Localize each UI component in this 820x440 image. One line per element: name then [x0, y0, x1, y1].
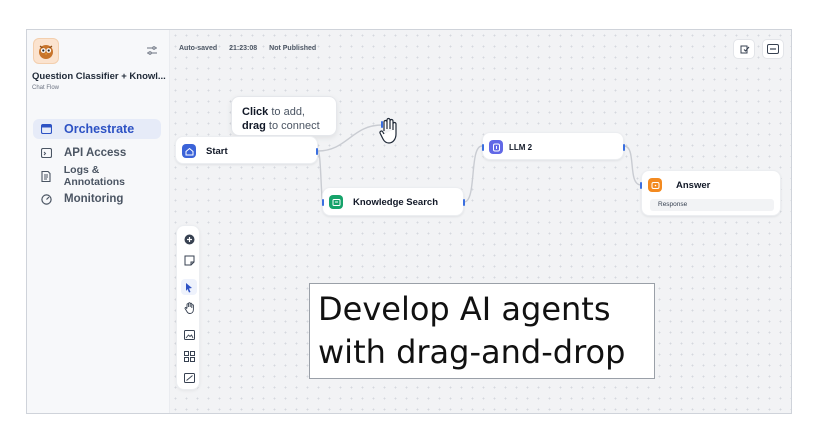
nav-label: Monitoring	[64, 193, 124, 205]
nav-item-logs[interactable]: Logs & Annotations	[33, 164, 161, 188]
pending-connection	[317, 124, 383, 152]
node-output-handle[interactable]	[463, 199, 465, 206]
tooltip-to-add: to add,	[268, 106, 305, 118]
sidebar-toggle-icon[interactable]	[146, 44, 158, 56]
tooltip-click: Click	[242, 106, 269, 118]
node-title: Knowledge Search	[353, 196, 438, 208]
terminal-icon	[40, 147, 52, 159]
add-note-button[interactable]	[181, 252, 197, 268]
node-title: Start	[206, 145, 228, 157]
plus-circle-icon	[184, 234, 194, 244]
node-input-handle[interactable]	[322, 199, 324, 206]
node-input-handle[interactable]	[640, 182, 642, 189]
sidebar: Question Classifier + Knowl... Chat Flow…	[27, 30, 170, 413]
publish-status: Not Published	[269, 45, 317, 52]
nav-label: Logs & Annotations	[63, 164, 125, 188]
pointer-mode-button[interactable]	[181, 279, 197, 295]
note-icon	[184, 255, 194, 265]
workflow-canvas[interactable]	[170, 30, 791, 413]
env-variables-button[interactable]	[762, 39, 784, 59]
owl-icon	[39, 45, 53, 59]
hand-mode-button[interactable]	[181, 300, 197, 316]
node-llm[interactable]: LLM 2	[482, 132, 625, 160]
layout-icon	[40, 123, 52, 135]
hand-icon	[184, 302, 194, 314]
drag-handle[interactable]	[381, 121, 383, 128]
autosave-label: Auto-saved	[179, 45, 218, 52]
answer-icon	[648, 178, 662, 192]
nav-item-orchestrate[interactable]: Orchestrate	[33, 119, 161, 139]
home-icon	[182, 144, 196, 158]
connect-tooltip: Click to add, drag to connect	[231, 96, 337, 136]
node-start[interactable]: Start	[175, 136, 318, 164]
hand-cursor-icon	[379, 117, 397, 144]
caption-line-2: with drag-and-drop	[318, 333, 626, 371]
nav-item-api-access[interactable]: API Access	[33, 143, 161, 163]
checklist-icon	[740, 45, 749, 53]
app-mode: Chat Flow	[32, 85, 60, 91]
tooltip-drag: drag	[242, 120, 266, 132]
app-avatar[interactable]	[33, 38, 59, 64]
edge-knowledge-llm	[463, 145, 483, 203]
pointer-icon	[186, 282, 192, 292]
node-title: Answer	[676, 179, 711, 191]
connector-layer	[317, 124, 642, 203]
organize-blocks-button[interactable]	[181, 348, 197, 364]
node-output-handle[interactable]	[316, 148, 318, 155]
nav-item-monitoring[interactable]: Monitoring	[33, 189, 161, 209]
node-answer[interactable]: Answer Response	[640, 170, 781, 216]
nav-label: Orchestrate	[64, 122, 135, 136]
minimap-button[interactable]	[181, 370, 197, 386]
node-input-handle[interactable]	[482, 144, 484, 151]
save-status: Auto-saved 21:23:08 Not Published	[179, 45, 316, 52]
image-icon	[183, 330, 195, 340]
autosave-time: 21:23:08	[229, 45, 258, 52]
caption-banner: Develop AI agents with drag-and-drop	[309, 283, 655, 379]
export-image-button[interactable]	[181, 327, 197, 343]
layout-grid-icon	[183, 350, 195, 362]
edge-llm-answer	[623, 145, 642, 186]
answer-response-field: Response	[650, 199, 774, 211]
env-icon	[767, 44, 779, 54]
app-window: Question Classifier + Knowl... Chat Flow…	[26, 29, 792, 414]
caption-line-1: Develop AI agents	[318, 290, 611, 328]
document-icon	[40, 170, 52, 182]
checklist-button[interactable]	[733, 39, 755, 59]
node-output-handle[interactable]	[623, 144, 625, 151]
canvas-toolbar	[176, 225, 200, 390]
tooltip-to-connect: to connect	[265, 120, 320, 132]
llm-icon	[489, 140, 503, 154]
nav-label: API Access	[64, 147, 127, 159]
monitoring-icon	[40, 193, 52, 205]
knowledge-icon	[329, 195, 343, 209]
node-title: LLM 2	[509, 142, 533, 152]
node-knowledge-search[interactable]: Knowledge Search	[322, 187, 465, 216]
minimap-icon	[183, 373, 195, 383]
add-node-button[interactable]	[181, 231, 197, 247]
